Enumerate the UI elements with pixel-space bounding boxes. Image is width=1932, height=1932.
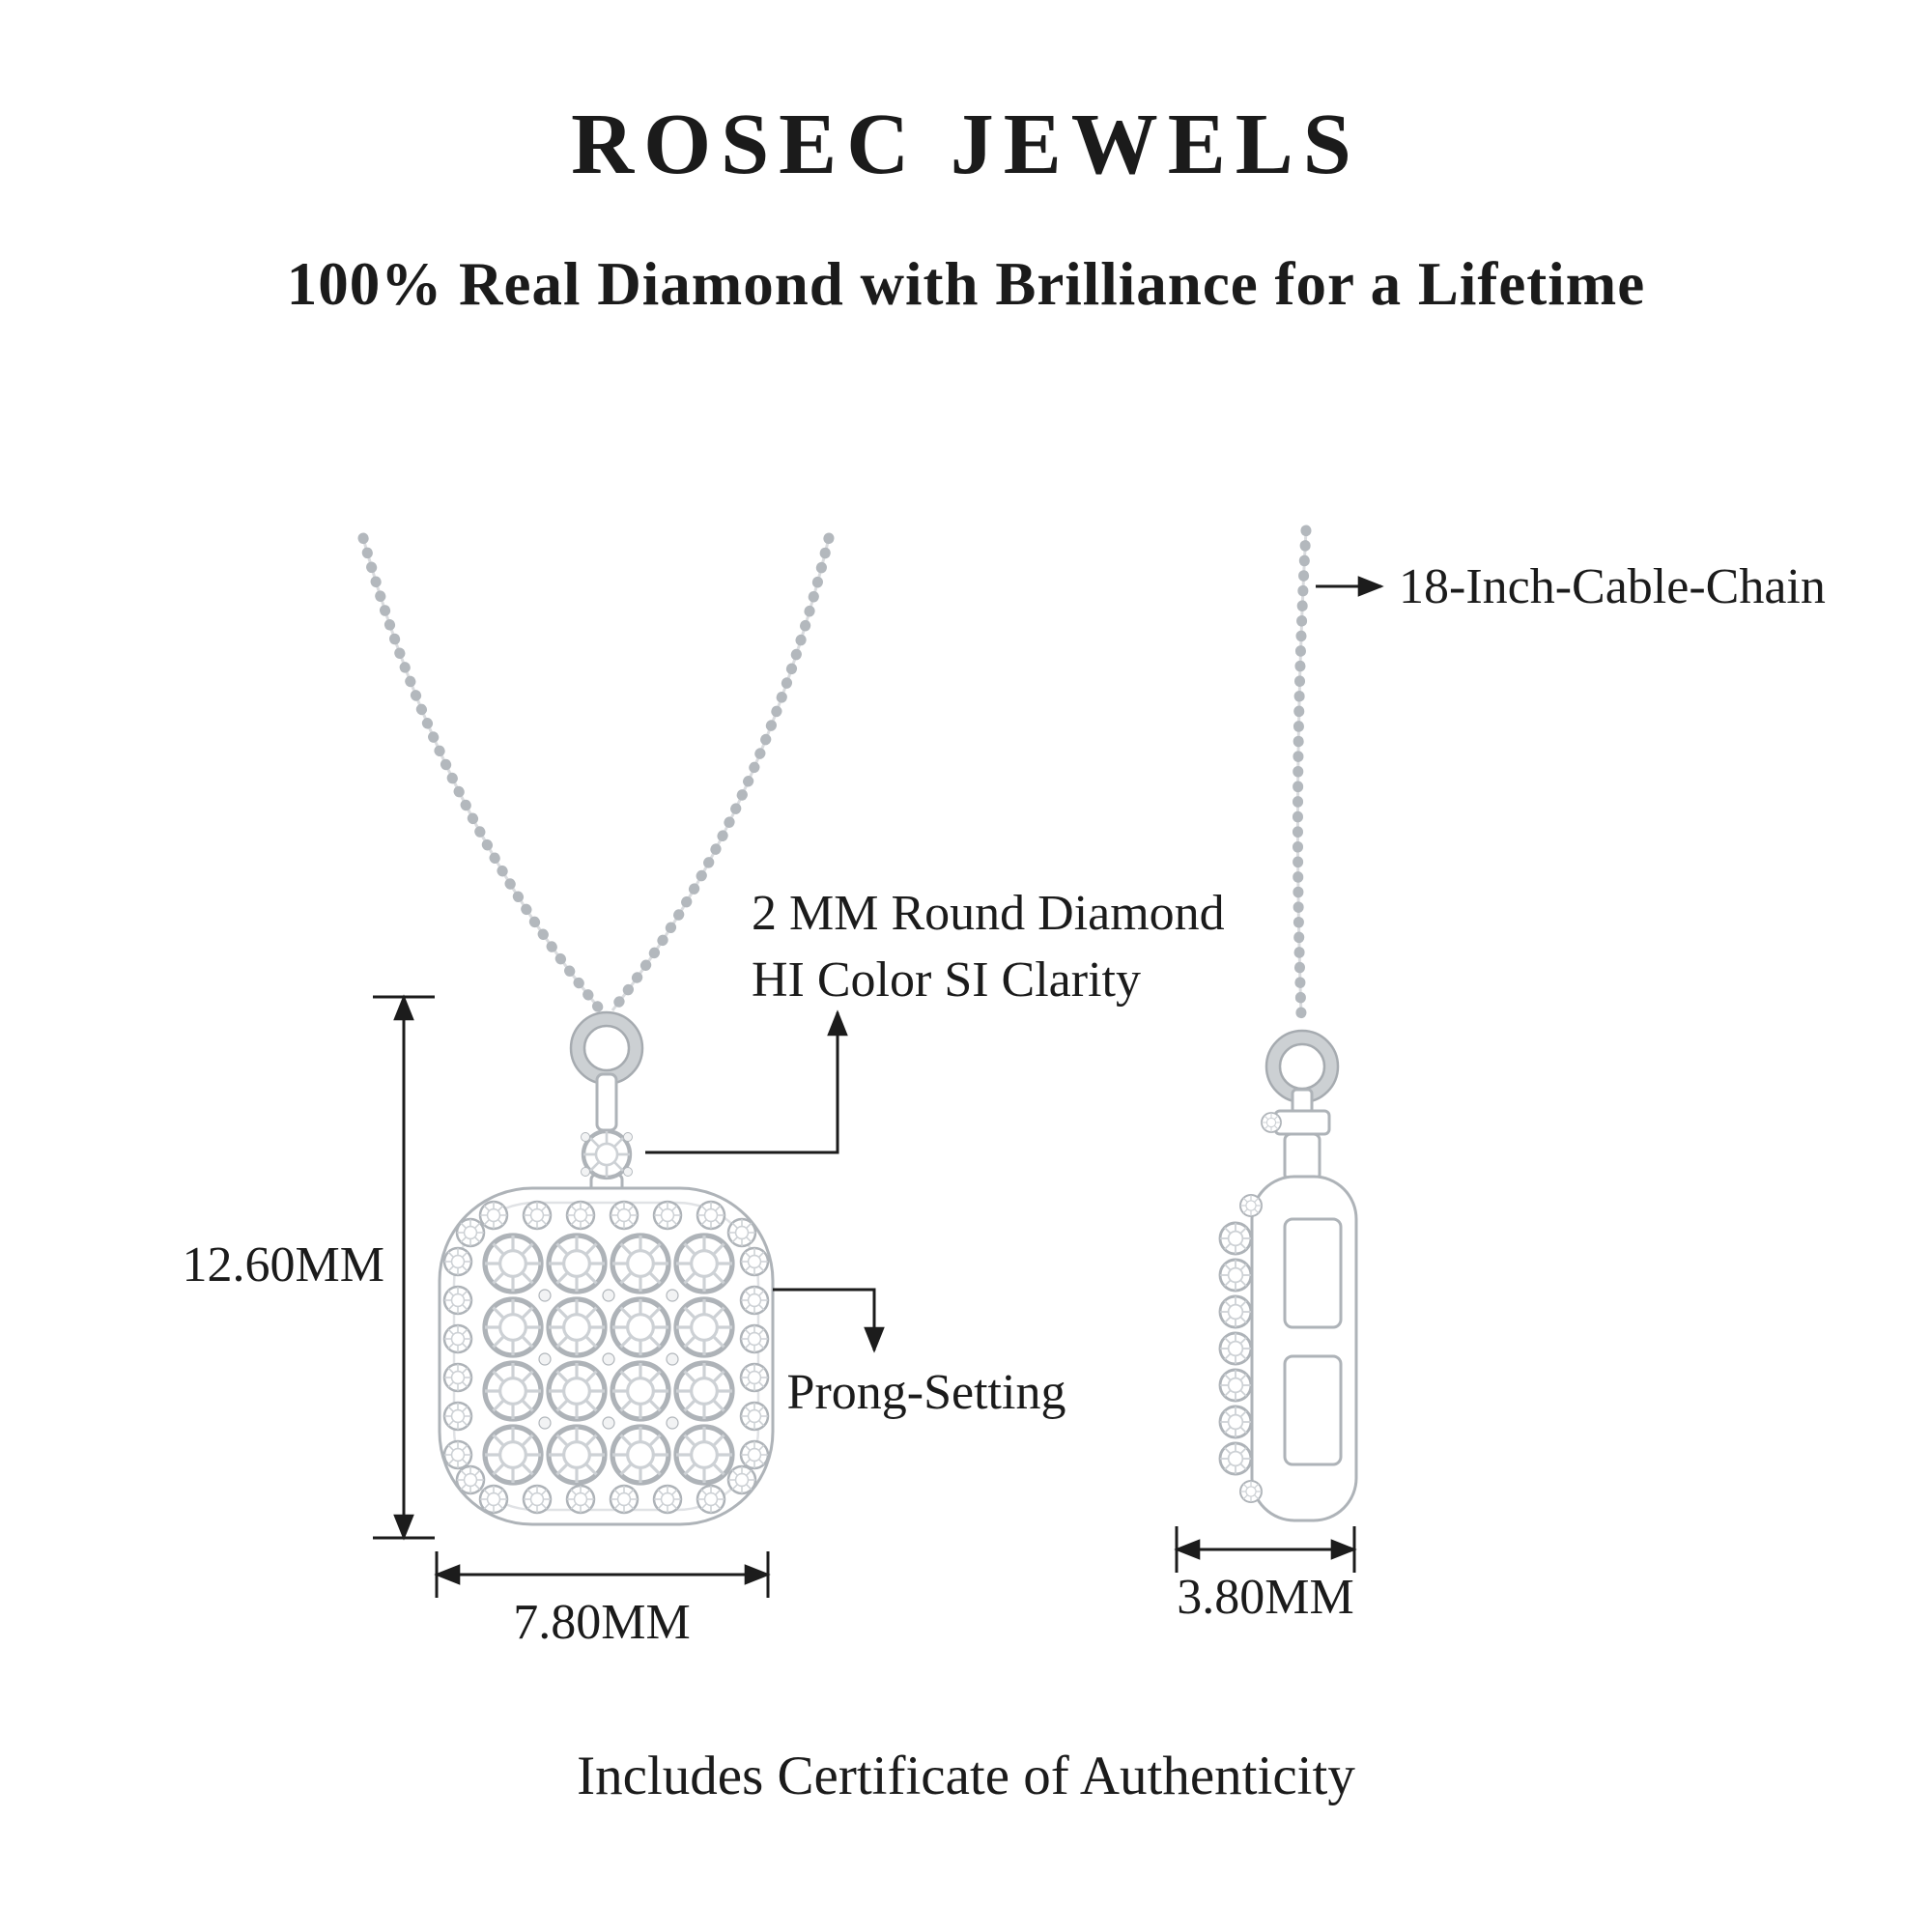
annotation-round-diamond: 2 MM Round Diamond HI Color SI Clarity (752, 881, 1225, 1013)
cable-chain-side (1292, 525, 1312, 1020)
brand-title: ROSEC JEWELS (571, 97, 1361, 192)
tagline: 100% Real Diamond with Brilliance for a … (286, 250, 1646, 318)
pendant-front (438, 1131, 775, 1526)
cable-chain-front (357, 532, 835, 1016)
pendant-side-profile (1218, 1112, 1358, 1522)
annotation-round-diamond-line1: 2 MM Round Diamond (752, 886, 1225, 941)
annotation-cable-chain: 18-Inch-Cable-Chain (1399, 559, 1826, 614)
dimension-depth-label: 3.80MM (1177, 1570, 1354, 1625)
annotation-round-diamond-line2: HI Color SI Clarity (752, 952, 1141, 1008)
certificate-note: Includes Certificate of Authenticity (577, 1746, 1355, 1806)
dimension-height-label: 12.60MM (182, 1237, 384, 1293)
necklace-side-view (1218, 525, 1358, 1522)
necklace-front-view (357, 532, 835, 1526)
callout-lines (645, 576, 1384, 1353)
callout-line-prong-setting (773, 1288, 885, 1353)
callout-line-round-diamond (645, 1009, 848, 1154)
dimension-lines (373, 994, 1357, 1598)
dimension-width-label: 7.80MM (513, 1595, 691, 1650)
annotation-prong-setting: Prong-Setting (786, 1365, 1066, 1420)
pendant-bail-side (1264, 1029, 1340, 1182)
